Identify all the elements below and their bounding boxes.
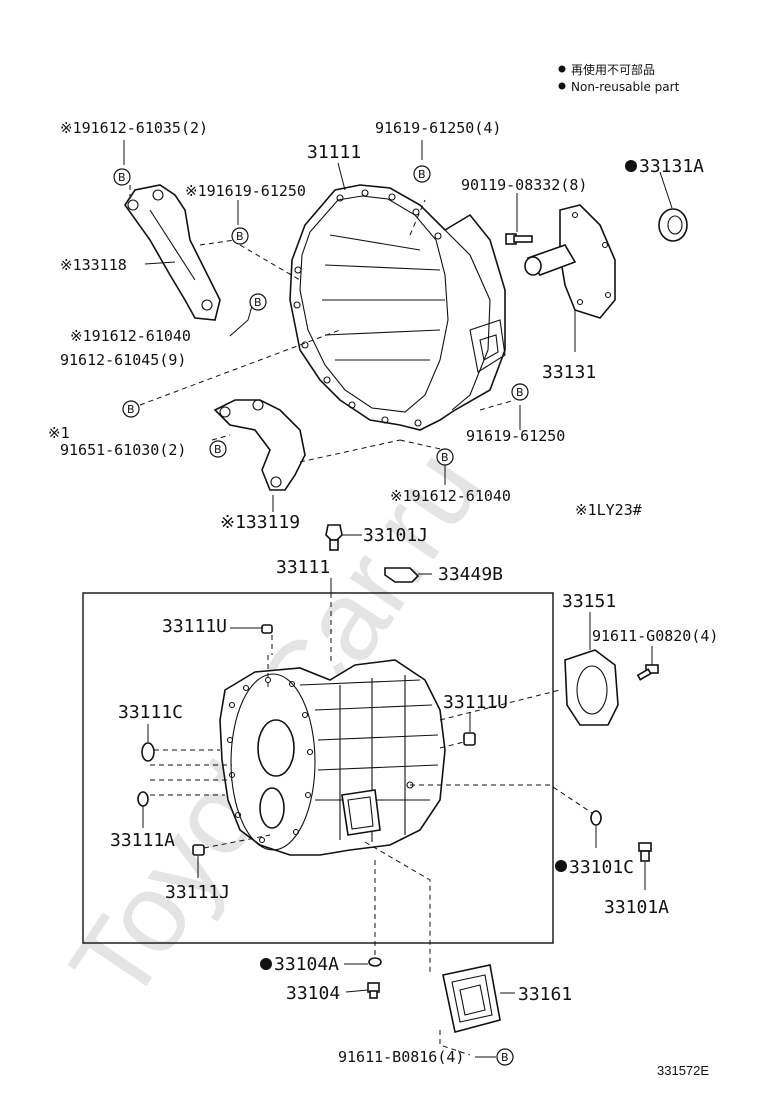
legend-en: Non-reusable part bbox=[571, 80, 680, 94]
pin-33111U-a bbox=[261, 624, 273, 634]
label-33161: 33161 bbox=[518, 984, 572, 1005]
svg-text:B: B bbox=[236, 230, 244, 243]
b-marker-icon: B bbox=[511, 383, 529, 401]
label-33111: 33111 bbox=[276, 557, 330, 578]
b-marker-icon: B bbox=[436, 448, 454, 466]
label-191612-61040-b: ※191612-61040 bbox=[390, 487, 511, 505]
b-marker-icon: B bbox=[113, 168, 131, 186]
label-33101J: 33101J bbox=[363, 525, 428, 546]
clutch-housing-31111 bbox=[289, 184, 506, 431]
svg-text:B: B bbox=[501, 1051, 509, 1064]
bolt-90119-08332 bbox=[505, 233, 533, 245]
svg-text:B: B bbox=[254, 296, 262, 309]
label-variant-note: ※1LY23# bbox=[575, 501, 642, 519]
svg-text:B: B bbox=[214, 443, 222, 456]
label-91619-61250-4: 91619-61250(4) bbox=[375, 119, 501, 137]
legend-bullet-icon bbox=[558, 82, 566, 90]
label-33111U-a: 33111U bbox=[162, 616, 227, 637]
label-191612-61035: ※191612-61035(2) bbox=[60, 119, 208, 137]
label-33104: 33104 bbox=[286, 983, 340, 1004]
bracket-33118 bbox=[124, 184, 221, 321]
label-91612-61045: 91612-61045(9) bbox=[60, 351, 186, 369]
b-marker-icon: B bbox=[122, 400, 140, 418]
svg-text:B: B bbox=[418, 168, 426, 181]
label-133119: ※133119 bbox=[220, 512, 300, 533]
b-marker-icon: B bbox=[249, 293, 267, 311]
figure-code: 331572E bbox=[657, 1063, 709, 1078]
b-marker-icon: B bbox=[496, 1048, 514, 1066]
label-33104A: 33104A bbox=[274, 954, 339, 975]
svg-text:B: B bbox=[441, 451, 449, 464]
label-33151: 33151 bbox=[562, 591, 616, 612]
svg-text:B: B bbox=[118, 171, 126, 184]
pin-33111U-b bbox=[463, 732, 476, 746]
label-33111J: 33111J bbox=[165, 882, 230, 903]
label-91611-G0820: 91611-G0820(4) bbox=[592, 627, 718, 645]
b-marker-icon: B bbox=[231, 227, 249, 245]
label-90119-08332: 90119-08332(8) bbox=[461, 176, 587, 194]
breather-33101J bbox=[325, 524, 343, 551]
non-reusable-bullet-icon bbox=[555, 860, 567, 872]
gasket-33104A bbox=[368, 957, 382, 967]
cover-33161 bbox=[442, 964, 501, 1033]
label-91619-61250: 91619-61250 bbox=[466, 427, 565, 445]
svg-text:B: B bbox=[516, 386, 524, 399]
label-33111A: 33111A bbox=[110, 830, 175, 851]
label-191612-61040-a: ※191612-61040 bbox=[70, 327, 191, 345]
case-group-frame bbox=[82, 592, 554, 944]
b-marker-icon: B bbox=[209, 440, 227, 458]
non-reusable-bullet-icon bbox=[625, 160, 637, 172]
label-33101A: 33101A bbox=[604, 897, 669, 918]
non-reusable-bullet-icon bbox=[260, 958, 272, 970]
label-133118: ※133118 bbox=[60, 256, 127, 274]
plug-33111C bbox=[141, 742, 155, 762]
plug-33111A bbox=[137, 791, 149, 807]
plug-33104 bbox=[367, 982, 380, 999]
svg-text:B: B bbox=[127, 403, 135, 416]
bracket-33119 bbox=[213, 399, 306, 491]
label-91651-61030: 91651-61030(2) bbox=[60, 441, 186, 459]
label-33101C: 33101C bbox=[569, 857, 634, 878]
transmission-case-33111 bbox=[219, 659, 446, 856]
label-33131A: 33131A bbox=[639, 156, 704, 177]
legend-bullet-icon bbox=[558, 65, 566, 73]
label-91611-B0816: 91611-B0816(4) bbox=[338, 1048, 464, 1066]
label-191619-61250: ※191619-61250 bbox=[185, 182, 306, 200]
label-33131: 33131 bbox=[542, 362, 596, 383]
label-33111U-b: 33111U bbox=[443, 692, 508, 713]
plug-33101A bbox=[638, 842, 652, 862]
legend-jp: 再使用不可部品 bbox=[571, 62, 655, 77]
oil-seal-33131A bbox=[658, 208, 688, 242]
clip-33449B bbox=[384, 567, 420, 583]
cover-33151 bbox=[564, 649, 619, 726]
label-note-1: ※1 bbox=[48, 424, 70, 442]
gasket-33101C bbox=[590, 810, 602, 826]
label-31111: 31111 bbox=[307, 142, 361, 163]
label-33449B: 33449B bbox=[438, 564, 503, 585]
b-marker-icon: B bbox=[413, 165, 431, 183]
bolt-91611-G0820 bbox=[636, 664, 659, 681]
pin-33111J bbox=[192, 844, 205, 856]
label-33111C: 33111C bbox=[118, 702, 183, 723]
retainer-33131 bbox=[524, 204, 616, 319]
